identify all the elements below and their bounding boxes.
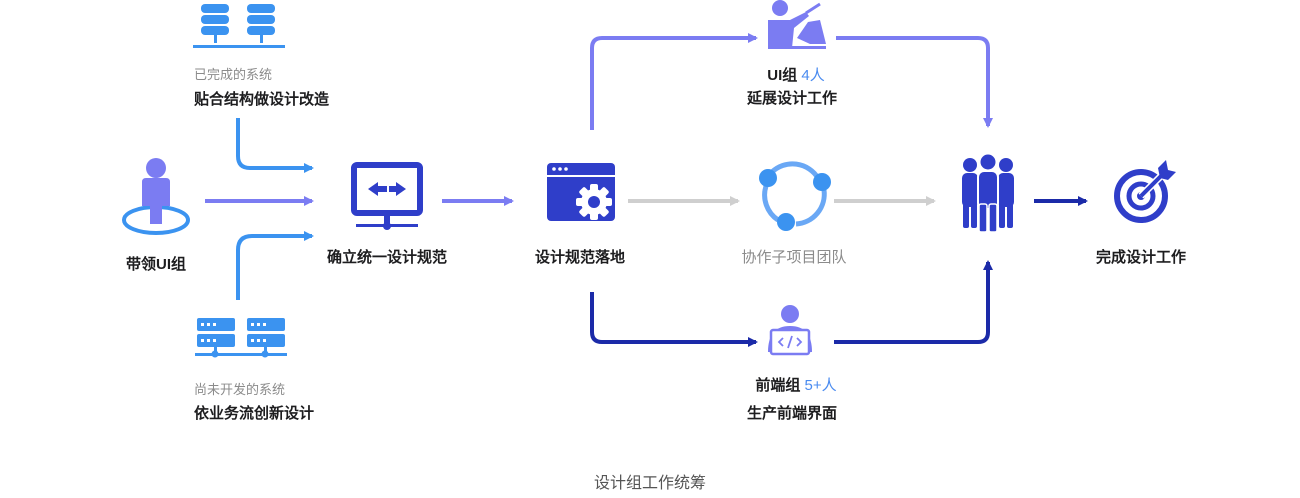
lead-label: 带领UI组 (125, 256, 187, 273)
diagram-title: 设计组工作统筹 (593, 475, 707, 492)
settings-window-icon (547, 163, 615, 221)
arrow-landing-to-frontend (590, 292, 758, 347)
finish-label: 完成设计工作 (1095, 249, 1187, 266)
landing-label: 设计规范落地 (534, 249, 626, 266)
coder-icon (768, 305, 812, 356)
server-icon (195, 318, 287, 358)
undeveloped-caption: 尚未开发的系统 (194, 382, 286, 397)
frontend-label: 生产前端界面 (746, 405, 838, 422)
frontend-title: 前端组 5+人 (755, 374, 836, 395)
share-icon (759, 161, 831, 231)
database-icon (193, 4, 285, 48)
team-icon (962, 152, 1014, 233)
target-icon (1114, 160, 1176, 223)
user-target-icon (122, 158, 190, 235)
ui-group-name: UI组 (767, 67, 798, 84)
presenter-icon (768, 0, 826, 49)
arrow-completed-to-spec (236, 118, 314, 173)
frontend-count: 5+人 (804, 377, 837, 394)
completed-caption: 已完成的系统 (194, 67, 273, 82)
arrow-ui-group-to-team (836, 36, 993, 128)
monitor-icon (351, 162, 423, 230)
arrow-landing-to-ui-group (590, 33, 758, 130)
arrow-frontend-to-team (834, 260, 993, 344)
undeveloped-label: 依业务流创新设计 (194, 405, 315, 422)
ui-group-label: 延展设计工作 (746, 90, 838, 107)
sub-team-label: 协作子项目团队 (741, 249, 847, 266)
frontend-name: 前端组 (755, 377, 801, 394)
completed-label: 贴合结构做设计改造 (194, 91, 330, 108)
ui-group-count: 4人 (801, 67, 825, 84)
spec-label: 确立统一设计规范 (326, 249, 448, 266)
arrow-undeveloped-to-spec (236, 231, 314, 300)
ui-group-title: UI组 4人 (767, 64, 825, 85)
